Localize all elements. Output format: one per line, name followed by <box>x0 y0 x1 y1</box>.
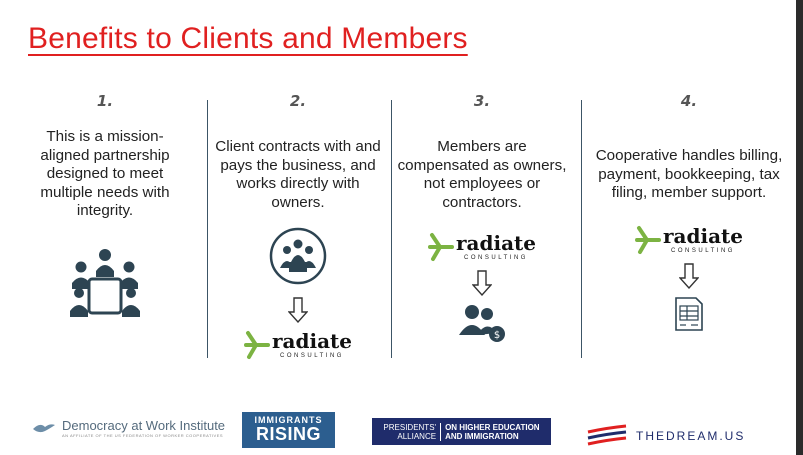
arrow-down-icon <box>394 270 570 301</box>
radiate-sub: CONSULTING <box>671 247 735 254</box>
column-3: 3. Members are compensated as owners, no… <box>394 92 570 348</box>
column-2: 2. Client contracts with and pays the bu… <box>212 92 384 360</box>
ir-top: IMMIGRANTS <box>254 415 323 425</box>
column-divider <box>581 100 582 358</box>
pa-right1: ON HIGHER EDUCATION <box>445 422 540 432</box>
radiate-word: radiate <box>456 231 536 255</box>
column-divider <box>207 100 208 358</box>
arrow-down-icon <box>594 262 784 294</box>
radiate-leaf-icon <box>428 233 454 261</box>
ir-bottom: RISING <box>255 424 321 444</box>
thedream-name: THEDREAM.US <box>636 429 746 443</box>
column-text: Client contracts with and pays the busin… <box>215 138 381 211</box>
meeting-table-icon <box>70 248 140 317</box>
column-4: 4. Cooperative handles billing, payment,… <box>594 92 784 337</box>
immigrants-rising-logo: IMMIGRANTS RISING <box>242 412 335 448</box>
stripes-icon <box>587 424 627 446</box>
column-text: Members are compensated as owners, not e… <box>397 138 567 211</box>
column-divider <box>391 100 392 358</box>
column-text: This is a mission-aligned partnership de… <box>40 128 170 219</box>
radiate-logo: radiate CONSULTING <box>212 330 384 360</box>
svg-text:$: $ <box>494 330 500 341</box>
dwi-sub: AN AFFILIATE OF THE US FEDERATION OF WOR… <box>62 433 224 438</box>
pa-left1: PRESIDENTS' <box>383 422 437 432</box>
pa-left2: ALLIANCE <box>397 431 437 441</box>
radiate-sub: CONSULTING <box>464 255 528 261</box>
radiate-word: radiate <box>272 329 352 353</box>
column-number: 3. <box>473 92 491 110</box>
radiate-leaf-icon <box>244 331 270 359</box>
column-number: 2. <box>289 92 307 110</box>
column-number: 4. <box>680 92 698 110</box>
democracy-at-work-logo: Democracy at Work Institute AN AFFILIATE… <box>32 418 225 438</box>
arrow-down-icon <box>212 297 384 328</box>
presidents-alliance-logo: PRESIDENTS' ALLIANCE ON HIGHER EDUCATION… <box>372 418 551 445</box>
radiate-sub: CONSULTING <box>280 353 344 359</box>
column-number: 1. <box>96 92 114 110</box>
pa-right2: AND IMMIGRATION <box>445 431 519 441</box>
dwi-name: Democracy at Work Institute <box>62 418 226 433</box>
thedream-logo: THEDREAM.US <box>586 424 745 448</box>
invoice-document-icon <box>675 296 703 331</box>
radiate-logo: radiate CONSULTING <box>394 232 570 262</box>
column-text: Cooperative handles billing, payment, bo… <box>595 147 783 201</box>
members-payment-icon: $ <box>459 305 505 342</box>
column-1: 1. This is a mission-aligned partnership… <box>20 92 190 326</box>
radiate-logo: radiate CONSULTING <box>594 225 784 255</box>
bird-icon <box>33 424 55 433</box>
radiate-word: radiate <box>663 223 743 248</box>
radiate-leaf-icon <box>635 225 661 254</box>
group-people-icon <box>269 227 327 285</box>
slide-title: Benefits to Clients and Members <box>28 22 468 55</box>
